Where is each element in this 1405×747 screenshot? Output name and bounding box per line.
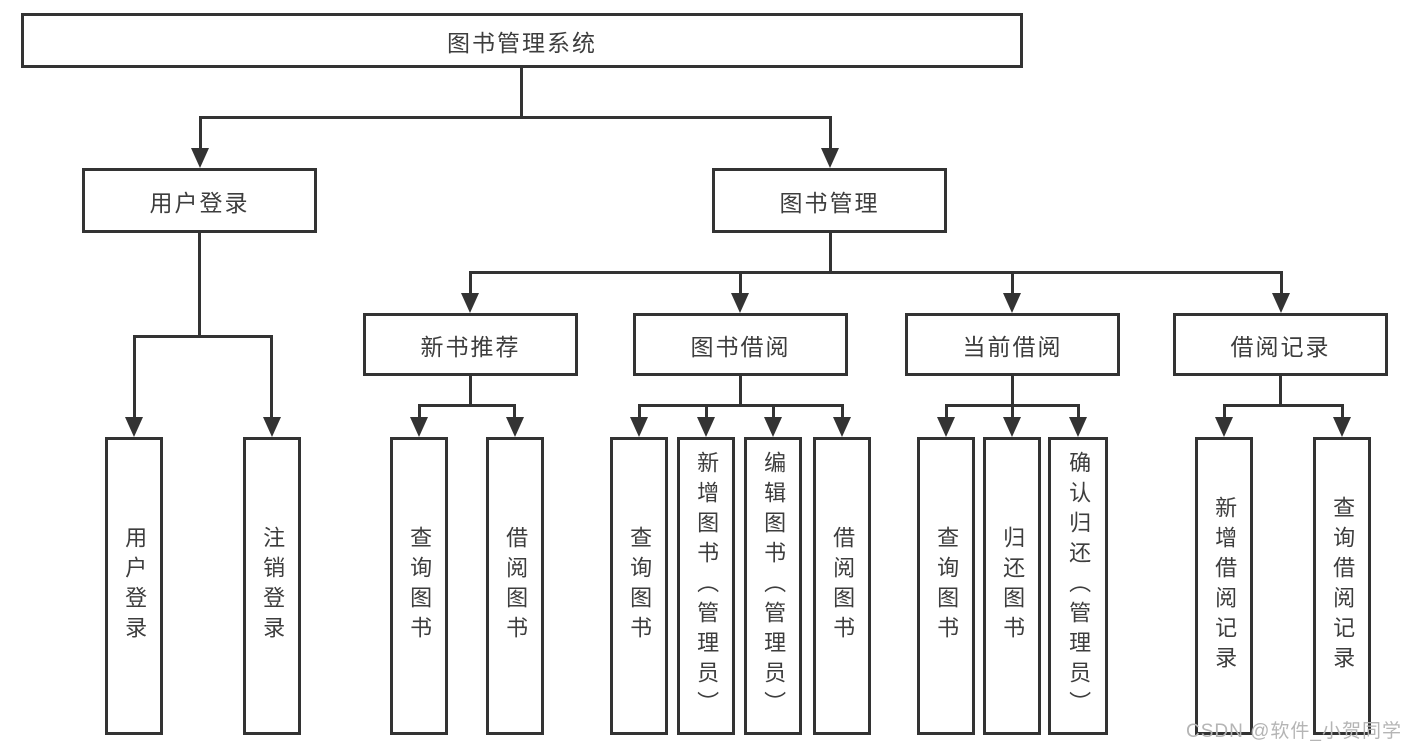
node-label: 归还图书	[1000, 526, 1026, 646]
node-label: 查询图书	[407, 526, 433, 646]
node-label: 图书管理系统	[447, 29, 597, 56]
leaf-query-borrow-record: 查询借阅记录	[1313, 437, 1371, 735]
leaf-user-login: 用户登录	[105, 437, 163, 735]
arrow-down-icon	[1215, 417, 1233, 437]
connector-vline	[1280, 271, 1283, 298]
node-label: 确认归还（管理员）	[1066, 451, 1092, 721]
node-user-login: 用户登录	[82, 168, 317, 233]
watermark: CSDN @软件_小贺同学	[1186, 721, 1402, 742]
arrow-down-icon	[764, 417, 782, 437]
node-label: 借阅图书	[503, 526, 529, 646]
arrow-down-icon	[506, 417, 524, 437]
node-label: 借阅记录	[1230, 333, 1331, 360]
arrow-down-icon	[1333, 417, 1351, 437]
leaf-edit-books-admin: 编辑图书（管理员）	[744, 437, 802, 735]
node-label: 编辑图书（管理员）	[761, 451, 787, 721]
connector-vline	[133, 335, 136, 421]
arrow-down-icon	[410, 417, 428, 437]
arrow-down-icon	[731, 293, 749, 313]
node-book-borrowing: 图书借阅	[633, 313, 848, 376]
node-label: 查询图书	[627, 526, 653, 646]
connector-vline	[469, 376, 472, 407]
connector-vline	[199, 116, 202, 154]
node-borrowing-records: 借阅记录	[1173, 313, 1388, 376]
connector-hline	[133, 335, 273, 338]
connector-vline	[1341, 404, 1344, 421]
connector-vline	[829, 233, 832, 274]
leaf-borrow-books-recommend: 借阅图书	[486, 437, 544, 735]
connector-hline	[469, 271, 1283, 274]
arrow-down-icon	[125, 417, 143, 437]
connector-hline	[638, 404, 844, 407]
connector-vline	[739, 376, 742, 407]
connector-vline	[270, 335, 273, 421]
arrow-down-icon	[821, 148, 839, 168]
arrow-down-icon	[1272, 293, 1290, 313]
arrow-down-icon	[697, 417, 715, 437]
node-label: 用户登录	[122, 526, 148, 646]
leaf-add-borrow-record: 新增借阅记录	[1195, 437, 1253, 735]
connector-vline	[1223, 404, 1226, 421]
connector-vline	[513, 404, 516, 421]
arrow-down-icon	[191, 148, 209, 168]
node-current-borrowing: 当前借阅	[905, 313, 1120, 376]
connector-vline	[772, 404, 775, 421]
connector-vline	[1011, 271, 1014, 298]
connector-vline	[520, 68, 523, 118]
leaf-query-books-current: 查询图书	[917, 437, 975, 735]
connector-vline	[1279, 376, 1282, 407]
leaf-logout: 注销登录	[243, 437, 301, 735]
connector-hline	[418, 404, 516, 407]
connector-vline	[1011, 376, 1014, 407]
arrow-down-icon	[630, 417, 648, 437]
node-label: 用户登录	[149, 189, 250, 216]
connector-vline	[705, 404, 708, 421]
node-label: 查询图书	[934, 526, 960, 646]
arrow-down-icon	[1003, 417, 1021, 437]
arrow-down-icon	[937, 417, 955, 437]
node-book-management: 图书管理	[712, 168, 947, 233]
arrow-down-icon	[1069, 417, 1087, 437]
leaf-query-books-recommend: 查询图书	[390, 437, 448, 735]
connector-vline	[469, 271, 472, 298]
arrow-down-icon	[263, 417, 281, 437]
node-label: 图书管理	[779, 189, 880, 216]
leaf-borrow-books-borrowing: 借阅图书	[813, 437, 871, 735]
node-label: 新书推荐	[420, 333, 521, 360]
node-label: 图书借阅	[690, 333, 791, 360]
leaf-confirm-return-admin: 确认归还（管理员）	[1048, 437, 1108, 735]
connector-vline	[198, 233, 201, 337]
node-label: 查询借阅记录	[1330, 496, 1356, 676]
connector-vline	[1077, 404, 1080, 421]
connector-vline	[841, 404, 844, 421]
arrow-down-icon	[1003, 293, 1021, 313]
node-label: 注销登录	[260, 526, 286, 646]
connector-vline	[739, 271, 742, 298]
leaf-add-books-admin: 新增图书（管理员）	[677, 437, 735, 735]
connector-vline	[638, 404, 641, 421]
node-label: 借阅图书	[830, 526, 856, 646]
node-label: 当前借阅	[962, 333, 1063, 360]
leaf-return-books: 归还图书	[983, 437, 1041, 735]
connector-hline	[1223, 404, 1344, 407]
connector-vline	[829, 116, 832, 154]
node-new-book-recommendation: 新书推荐	[363, 313, 578, 376]
node-label: 新增图书（管理员）	[694, 451, 720, 721]
connector-vline	[1011, 404, 1014, 421]
connector-vline	[945, 404, 948, 421]
leaf-query-books-borrowing: 查询图书	[610, 437, 668, 735]
connector-hline	[199, 116, 832, 119]
arrow-down-icon	[833, 417, 851, 437]
node-library-system: 图书管理系统	[21, 13, 1023, 68]
node-label: 新增借阅记录	[1212, 496, 1238, 676]
arrow-down-icon	[461, 293, 479, 313]
connector-vline	[418, 404, 421, 421]
